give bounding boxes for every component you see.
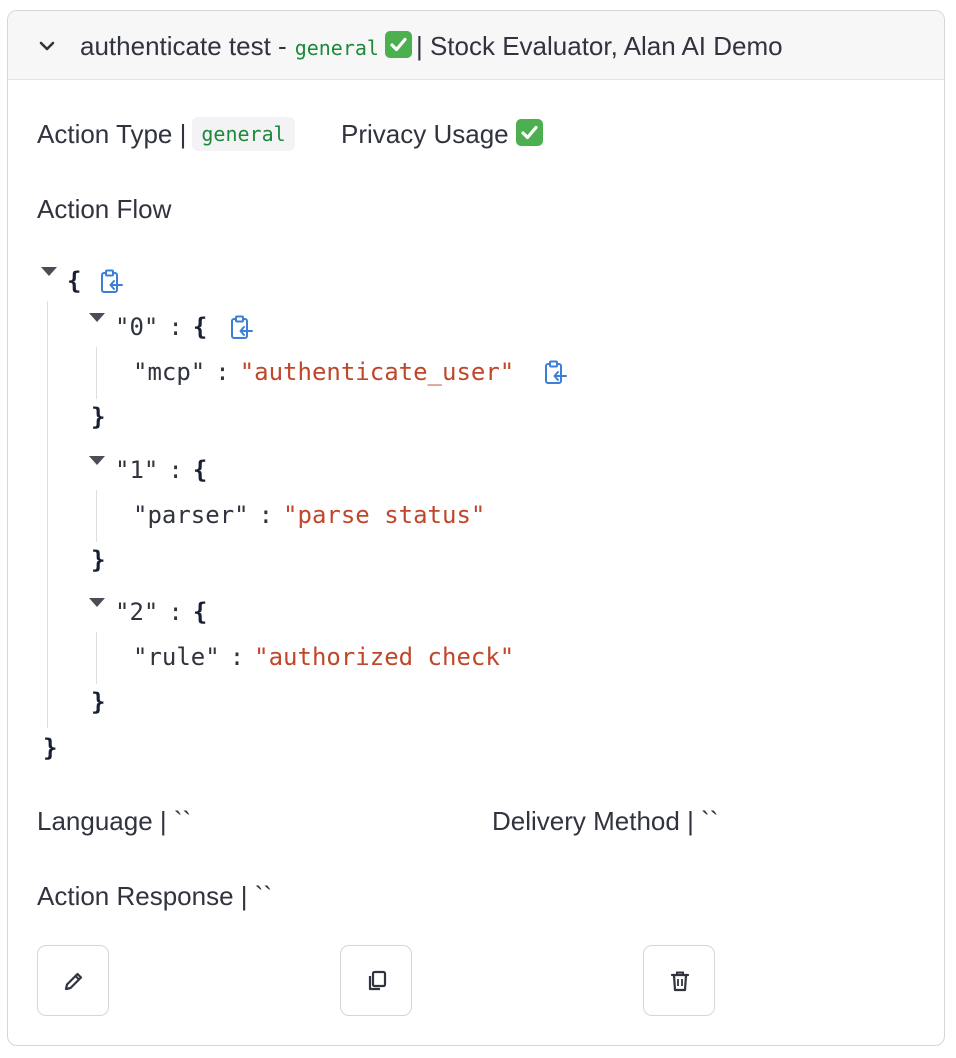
json-close-brace: } bbox=[91, 402, 105, 432]
action-response-label: Action Response | `` bbox=[37, 879, 272, 913]
action-card: authenticate test -general| Stock Evalua… bbox=[7, 10, 945, 1046]
trash-icon bbox=[668, 969, 692, 993]
json-colon: : bbox=[168, 456, 182, 484]
json-entry-rule: "rule": "authorized check" bbox=[133, 642, 514, 672]
json-index: "1" bbox=[115, 456, 158, 484]
clipboard-icon[interactable] bbox=[230, 315, 254, 341]
json-open-brace: { bbox=[67, 266, 81, 296]
delivery-method-label: Delivery Method | `` bbox=[492, 804, 718, 838]
json-colon: : bbox=[230, 643, 244, 671]
json-close-brace: } bbox=[43, 733, 57, 763]
clipboard-icon[interactable] bbox=[100, 269, 124, 295]
json-entry-parser: "parser": "parse status" bbox=[133, 500, 485, 530]
json-colon: : bbox=[168, 313, 182, 341]
delete-button[interactable] bbox=[643, 945, 715, 1016]
copy-icon bbox=[365, 969, 389, 993]
collapse-caret-icon[interactable] bbox=[89, 598, 105, 607]
language-label: Language | `` bbox=[37, 804, 191, 838]
json-index: "2" bbox=[115, 598, 158, 626]
json-colon: : bbox=[168, 598, 182, 626]
tree-guide-line bbox=[96, 632, 97, 684]
collapse-caret-icon[interactable] bbox=[89, 456, 105, 465]
tree-guide-line bbox=[47, 301, 48, 728]
json-step-0: "0": { bbox=[115, 312, 207, 342]
clipboard-icon[interactable] bbox=[544, 360, 568, 386]
json-close-brace: } bbox=[91, 545, 105, 575]
json-string-value: "authorized check" bbox=[254, 643, 514, 671]
json-string-value: "authenticate_user" bbox=[240, 358, 515, 386]
tree-guide-line bbox=[96, 490, 97, 542]
json-entry-mcp: "mcp": "authenticate_user" bbox=[133, 357, 514, 387]
json-open-brace: { bbox=[193, 456, 207, 484]
json-key: "mcp" bbox=[133, 358, 205, 386]
json-string-value: "parse status" bbox=[283, 501, 485, 529]
json-colon: : bbox=[259, 501, 273, 529]
pencil-icon bbox=[62, 969, 86, 993]
tree-guide-line bbox=[96, 347, 97, 399]
edit-button[interactable] bbox=[37, 945, 109, 1016]
json-colon: : bbox=[215, 358, 229, 386]
json-index: "0" bbox=[115, 313, 158, 341]
json-step-2: "2": { bbox=[115, 597, 207, 627]
duplicate-button[interactable] bbox=[340, 945, 412, 1016]
json-key: "parser" bbox=[133, 501, 249, 529]
collapse-caret-icon[interactable] bbox=[41, 267, 57, 276]
collapse-caret-icon[interactable] bbox=[89, 313, 105, 322]
json-step-1: "1": { bbox=[115, 455, 207, 485]
json-open-brace: { bbox=[193, 313, 207, 341]
json-close-brace: } bbox=[91, 687, 105, 717]
json-key: "rule" bbox=[133, 643, 220, 671]
json-open-brace: { bbox=[193, 598, 207, 626]
